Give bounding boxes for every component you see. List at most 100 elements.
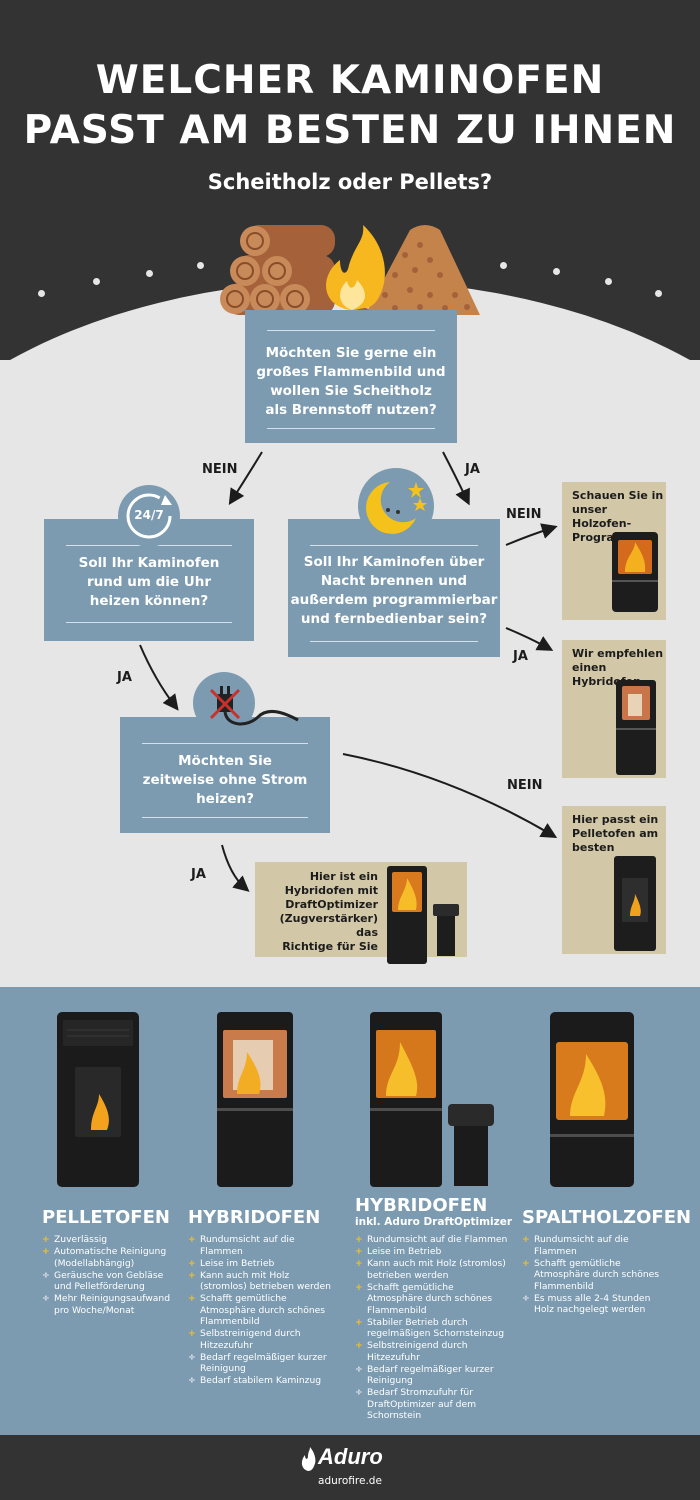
plus-icon: + bbox=[355, 1246, 363, 1257]
feature-text: Bedarf Stromzufuhr für DraftOptimizer au… bbox=[367, 1387, 477, 1421]
decor-dot bbox=[93, 278, 100, 285]
question-fuel-text: Möchten Sie gerne ein bbox=[265, 345, 437, 361]
feature-text: Leise im Betrieb bbox=[200, 1257, 275, 1269]
decor-dot bbox=[38, 290, 45, 297]
feature-item-plus: + Rundumsicht auf die Flammen bbox=[522, 1234, 672, 1257]
question-overnight-text: Nacht brennen und bbox=[320, 573, 468, 589]
feature-item-minus: ÷Bedarf regelmäßiger kurzer Reinigung bbox=[355, 1364, 510, 1387]
minus-icon: ÷ bbox=[42, 1269, 50, 1281]
product-pelletofen-image bbox=[57, 1012, 139, 1187]
no-power-plug-icon bbox=[209, 686, 299, 726]
label-nein-1: NEIN bbox=[202, 462, 238, 477]
header-banner: WELCHER KAMINOFEN PASST AM BESTEN ZU IHN… bbox=[0, 0, 700, 360]
stove-draftoptimizer-image bbox=[387, 866, 459, 964]
stove-pellet-image bbox=[614, 856, 656, 951]
divider bbox=[142, 743, 308, 744]
feature-item-plus: +Kann auch mit Holz (stromlos) betrieben… bbox=[355, 1258, 510, 1281]
feature-item-plus: +Selbstreinigend durch Hitzezufuhr bbox=[355, 1340, 510, 1363]
product-title: PELLETOFEN bbox=[42, 1207, 170, 1228]
question-fuel-text: wollen Sie Scheitholz bbox=[270, 383, 432, 399]
question-fuel-text: als Brennstoff nutzen? bbox=[265, 402, 437, 418]
divider bbox=[267, 330, 435, 331]
question-overnight-text: und fernbedienbar sein? bbox=[300, 611, 488, 627]
result-draft-text: Hybridofen mit bbox=[284, 884, 378, 897]
feature-text: Mehr Reinigungsaufwand pro Woche/Monat bbox=[54, 1293, 171, 1316]
product-spaltholzofen: SPALTHOLZOFEN + Rundumsicht auf die Flamm… bbox=[522, 1207, 692, 1316]
badge-24-7-text: 24/7 bbox=[134, 508, 164, 522]
result-pelletofen-text: Hier passt ein bbox=[572, 813, 659, 826]
footer-url[interactable]: adurofire.de bbox=[318, 1475, 382, 1487]
feature-list: +Rundumsicht auf die Flammen+Leise im Be… bbox=[355, 1234, 510, 1422]
feature-item-minus: ÷ Bedarf Stromzufuhr für DraftOptimizer a… bbox=[355, 1387, 510, 1422]
divider bbox=[66, 622, 232, 623]
feature-text: Geräusche von Gebläse und Pelletförderun… bbox=[54, 1269, 164, 1293]
arrow-q3-nein bbox=[505, 523, 558, 546]
clock-cycle-icon bbox=[126, 493, 172, 539]
feature-item-minus: ÷Es muss alle 2-4 Stunden Holz nachgeleg… bbox=[522, 1293, 672, 1316]
product-title: HYBRIDOFEN bbox=[355, 1195, 488, 1216]
feature-text: Bedarf regelmäßiger kurzer Reinigung bbox=[200, 1351, 327, 1375]
pellets-icon bbox=[365, 225, 480, 315]
decor-dot bbox=[197, 262, 204, 269]
result-draft-text: DraftOptimizer bbox=[285, 898, 378, 911]
fuel-illustration bbox=[220, 225, 480, 329]
arrow-q1-nein bbox=[228, 451, 263, 506]
question-overnight-text: außerdem programmierbar bbox=[290, 592, 498, 608]
plus-icon: + bbox=[355, 1340, 363, 1351]
divider bbox=[310, 641, 478, 642]
product-title: SPALTHOLZOFEN bbox=[522, 1207, 692, 1228]
minus-icon: ÷ bbox=[188, 1375, 196, 1386]
footer: Aduro adurofire.de bbox=[0, 1435, 700, 1500]
decor-dot bbox=[500, 262, 507, 269]
feature-list: +Rundumsicht auf die Flammen+Schafft gem… bbox=[522, 1234, 672, 1316]
result-holzofen: Schauen Sie in unser Holzofen- Programm bbox=[562, 482, 666, 620]
feature-item-plus: +Leise im Betrieb bbox=[188, 1258, 338, 1270]
plus-icon: + bbox=[188, 1328, 196, 1339]
plus-icon: + bbox=[188, 1293, 196, 1304]
feature-text: Es muss alle 2-4 Stunden Holz nachgelegt… bbox=[534, 1292, 651, 1316]
feature-item-plus: +Automatische Reinigung (Modellabhängig) bbox=[42, 1246, 177, 1269]
feature-text: Kann auch mit Holz (stromlos) betrieben … bbox=[367, 1258, 506, 1281]
result-hybridofen: Wir empfehlen einen Hybridofen bbox=[562, 640, 666, 778]
feature-text: Schafft gemütliche Atmosphäre durch schö… bbox=[200, 1293, 326, 1327]
label-ja-1: JA bbox=[465, 462, 480, 477]
footer-brand: Aduro bbox=[318, 1444, 383, 1469]
logs-icon bbox=[220, 225, 335, 315]
question-fuel-text: großes Flammenbild und bbox=[256, 364, 446, 380]
question-overnight: Soll Ihr Kaminofen über Nacht brennen un… bbox=[288, 519, 500, 657]
plus-icon: + bbox=[188, 1269, 196, 1281]
feature-text: Selbstreinigend durch Hitzezufuhr bbox=[200, 1328, 301, 1351]
aduro-flame-logo-icon bbox=[301, 1447, 316, 1471]
minus-icon: ÷ bbox=[355, 1363, 363, 1375]
plus-icon: + bbox=[522, 1234, 530, 1245]
plus-icon: + bbox=[355, 1281, 363, 1293]
label-ja-2: JA bbox=[513, 649, 528, 664]
result-draft-text: Hier ist ein bbox=[309, 870, 378, 883]
arrow-q3-ja bbox=[505, 627, 554, 651]
feature-item-plus: +Zuverlässig bbox=[42, 1234, 177, 1246]
minus-icon: ÷ bbox=[42, 1293, 50, 1304]
feature-text: Rundumsicht auf die Flammen bbox=[534, 1234, 629, 1257]
arrow-q1-ja bbox=[442, 451, 470, 506]
product-hybrid-draftoptimizer: HYBRIDOFEN inkl. Aduro DraftOptimizer +R… bbox=[355, 1195, 512, 1422]
question-overnight-text: Soll Ihr Kaminofen über bbox=[303, 554, 485, 570]
feature-list: +Zuverlässig+Automatische Reinigung (Mod… bbox=[42, 1234, 177, 1316]
plus-icon: + bbox=[355, 1234, 363, 1245]
feature-item-plus: +Rundumsicht auf die Flammen bbox=[355, 1234, 510, 1246]
product-title: HYBRIDOFEN bbox=[188, 1207, 321, 1228]
decor-dot bbox=[146, 270, 153, 277]
page-title-line1: WELCHER KAMINOFEN bbox=[95, 58, 605, 103]
feature-item-minus: ÷Bedarf regelmäßiger kurzer Reinigung bbox=[188, 1352, 338, 1375]
question-fuel-type: Möchten Sie gerne ein großes Flammenbild… bbox=[245, 310, 457, 443]
night-badge-circle bbox=[358, 468, 434, 544]
question-without-power: Möchten Sie zeitweise ohne Strom heizen? bbox=[120, 717, 330, 833]
feature-text: Kann auch mit Holz (stromlos) betrieben … bbox=[200, 1269, 331, 1293]
result-hybrid-draftoptimizer: Hier ist ein Hybridofen mit DraftOptimiz… bbox=[255, 862, 467, 964]
feature-text: Rundumsicht auf die Flammen bbox=[200, 1234, 295, 1257]
arrow-q4-nein bbox=[342, 753, 558, 839]
question-24-7-text: rund um die Uhr bbox=[87, 574, 211, 590]
page-title-line2: PASST AM BESTEN ZU IHNEN bbox=[23, 108, 677, 153]
minus-icon: ÷ bbox=[355, 1387, 363, 1398]
label-nein-3: NEIN bbox=[507, 778, 543, 793]
plus-icon: + bbox=[42, 1234, 50, 1245]
